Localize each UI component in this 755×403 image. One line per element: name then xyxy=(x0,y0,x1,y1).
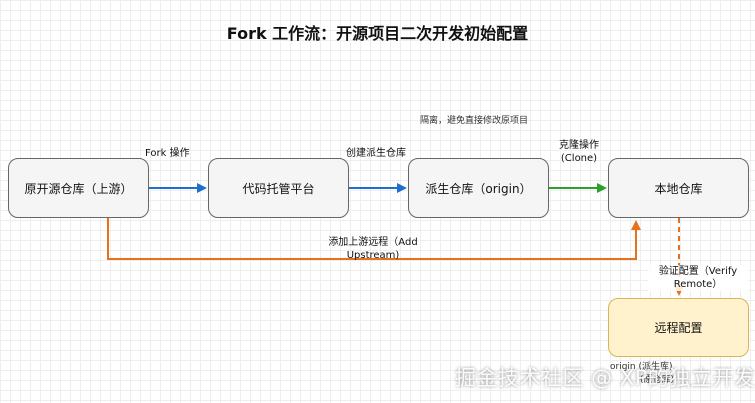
local-repo-node: 本地仓库 xyxy=(608,158,749,218)
remote-config-node: 远程配置 xyxy=(608,298,749,357)
remote-upstream-hint: (原仓库) xyxy=(640,375,675,385)
upstream-repo-label: 原开源仓库（上游） xyxy=(24,181,133,196)
forked-repo-label: 派生仓库（origin） xyxy=(425,181,532,196)
verify-remote-label: 验证配置（Verify Remote） xyxy=(648,265,748,291)
add-upstream-label-line-2: Upstream) xyxy=(346,250,400,261)
verify-remote-label-line-2: Remote） xyxy=(673,279,723,290)
watermark: 掘金技术社区 @ XP的独立开发 xyxy=(455,366,755,390)
fork-label: Fork 操作 xyxy=(145,148,190,159)
forked-repo-node: 派生仓库（origin） xyxy=(408,158,549,218)
add-upstream-label: 添加上游远程（Add Upstream) xyxy=(318,236,428,262)
clone-label-line-2: (Clone) xyxy=(560,153,598,164)
verify-remote-label-line-1: 验证配置（Verify xyxy=(658,266,738,277)
hosting-platform-label: 代码托管平台 xyxy=(242,181,315,196)
hosting-platform-node: 代码托管平台 xyxy=(208,158,349,218)
clone-label: 克隆操作 (Clone) xyxy=(551,139,607,165)
add-upstream-arrow xyxy=(107,218,641,260)
remote-config-label: 远程配置 xyxy=(654,321,703,335)
clone-label-line-1: 克隆操作 xyxy=(559,140,599,151)
remote-origin-hint: origin (派生库) xyxy=(610,362,673,372)
create-fork-label: 创建派生仓库 xyxy=(346,148,406,159)
upstream-repo-node: 原开源仓库（上游） xyxy=(8,158,149,218)
isolation-note: 隔离，避免直接修改原项目 xyxy=(420,116,529,126)
add-upstream-label-line-1: 添加上游远程（Add xyxy=(328,237,418,248)
diagram-title: Fork 工作流：开源项目二次开发初始配置 xyxy=(226,24,529,43)
local-repo-label: 本地仓库 xyxy=(654,181,703,196)
